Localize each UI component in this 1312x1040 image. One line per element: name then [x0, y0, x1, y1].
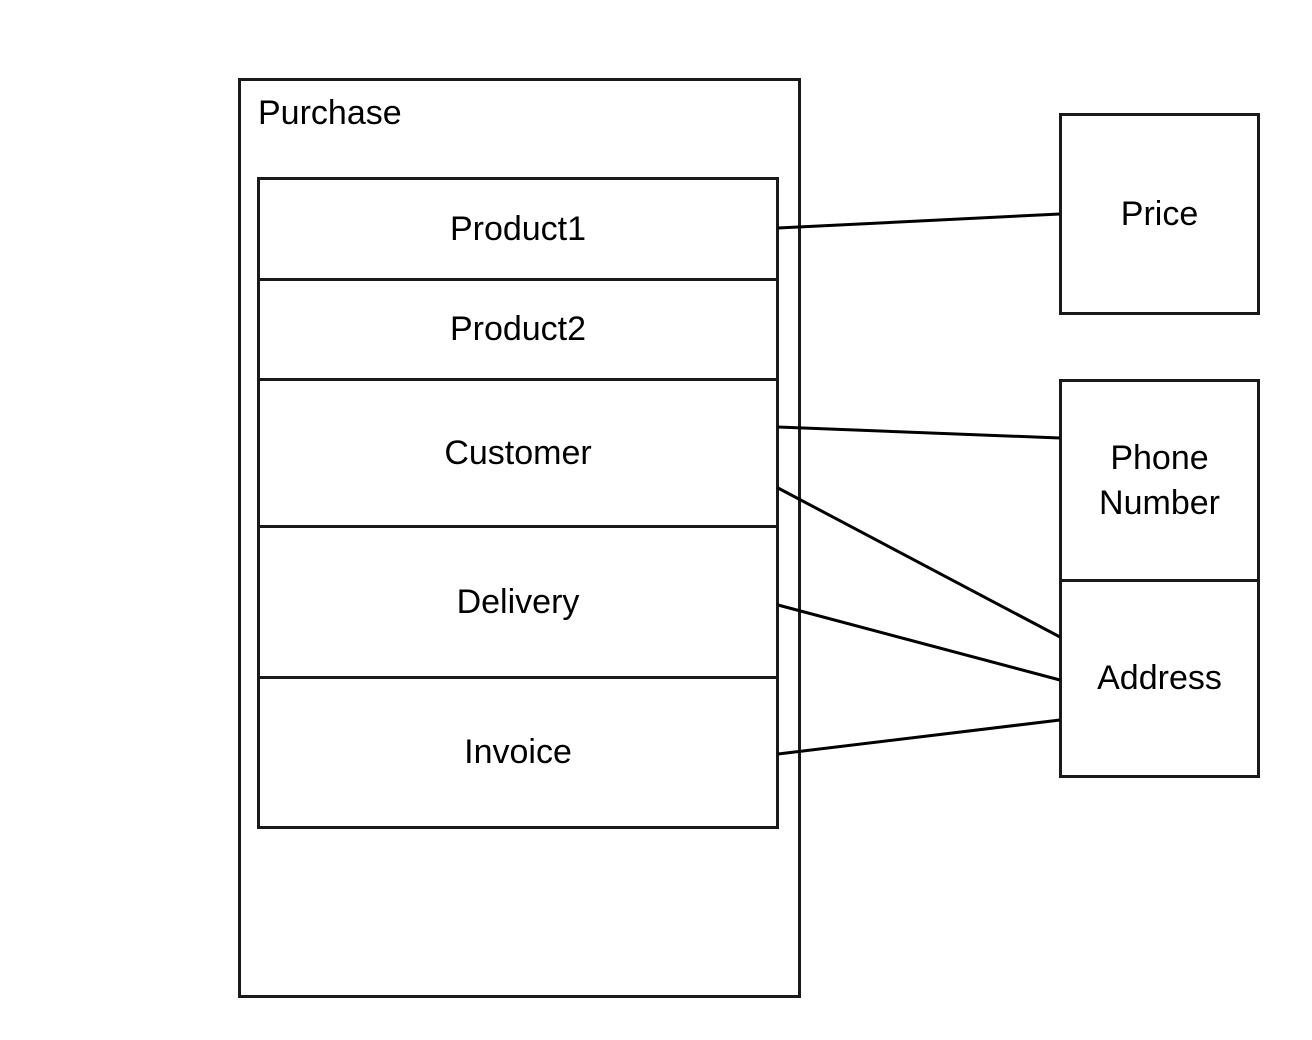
entity-label-phone-number: Phone Number: [1099, 439, 1220, 522]
attribute-label-product1: Product1: [449, 209, 587, 248]
connector-customer-to-phone-number: [777, 425, 1061, 440]
attribute-box-product2: Product2: [257, 278, 779, 381]
entity-box-phone-number: Phone Number: [1059, 379, 1260, 582]
attribute-label-customer: Customer: [444, 433, 592, 472]
connector-delivery-to-address: [777, 603, 1061, 682]
entity-label-address: Address: [1097, 659, 1222, 698]
entity-box-price: Price: [1059, 113, 1260, 315]
attribute-box-customer: Customer: [257, 378, 779, 528]
attribute-label-delivery: Delivery: [456, 582, 580, 621]
attribute-box-product1: Product1: [257, 177, 779, 281]
connector-customer-to-address: [777, 486, 1061, 639]
attribute-label-product2: Product2: [449, 310, 587, 349]
entity-label-price: Price: [1120, 194, 1199, 233]
attribute-label-invoice: Invoice: [464, 733, 572, 772]
purchase-container-label: Purchase: [258, 94, 402, 132]
connector-invoice-to-address: [777, 718, 1061, 756]
attribute-box-delivery: Delivery: [257, 525, 779, 679]
connector-product1-to-price: [777, 212, 1061, 230]
attribute-box-invoice: Invoice: [257, 676, 779, 829]
entity-box-address: Address: [1059, 579, 1260, 778]
